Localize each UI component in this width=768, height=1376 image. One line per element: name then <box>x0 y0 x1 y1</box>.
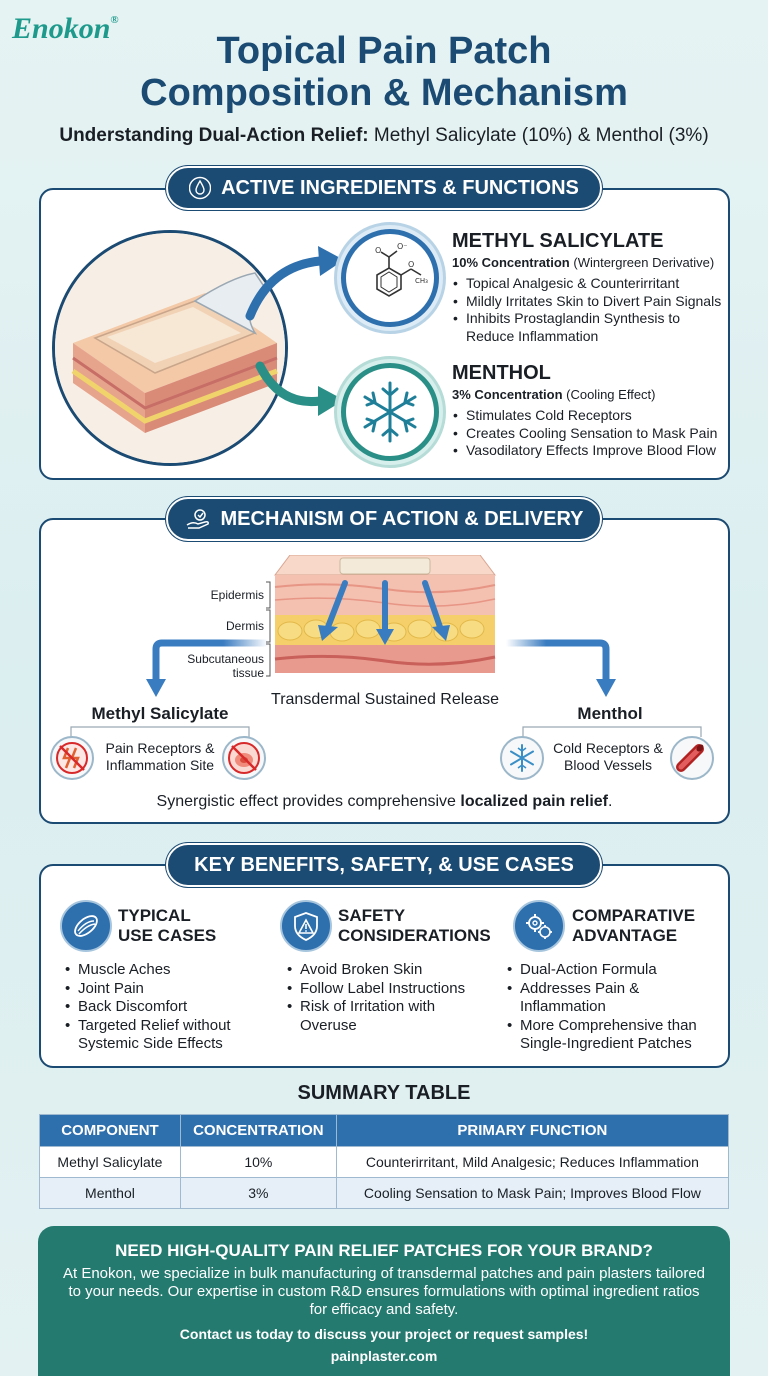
brand-logo: Enokon® <box>12 12 119 45</box>
menthol-info: MENTHOL 3% Concentration (Cooling Effect… <box>452 362 727 460</box>
list-item: Stimulates Cold Receptors <box>452 407 727 425</box>
mechanism-heading: MECHANISM OF ACTION & DELIVERY <box>166 497 602 541</box>
hand-care-icon <box>186 509 209 529</box>
list-item: More Comprehensive than Single-Ingredien… <box>506 1017 724 1054</box>
list-item: Follow Label Instructions <box>286 980 496 999</box>
mechanism-right-title: Menthol <box>577 704 643 723</box>
methyl-salicylate-info: METHYL SALICYLATE 10% Concentration (Win… <box>452 230 727 345</box>
list-item: Inhibits Prostaglandin Synthesis to Redu… <box>452 310 702 345</box>
patch-skin-illustration <box>52 230 288 466</box>
cta-url-link[interactable]: painplaster.com <box>330 1348 438 1364</box>
mechanism-right-text: Cold Receptors & Blood Vessels <box>553 740 663 773</box>
table-cell: Cooling Sensation to Mask Pain; Improves… <box>335 1177 730 1209</box>
shield-icon <box>280 900 332 952</box>
advantage-list: Dual-Action Formula Addresses Pain & Inf… <box>506 961 724 1054</box>
cta-heading: NEED HIGH-QUALITY PAIN RELIEF PATCHES FO… <box>115 1241 653 1260</box>
molecule-icon: O⁻ O O CH₃ <box>341 229 439 327</box>
table-cell: Counterirritant, Mild Analgesic; Reduces… <box>335 1146 730 1178</box>
ingredients-heading: ACTIVE INGREDIENTS & FUNCTIONS <box>166 166 602 210</box>
molecule-label-ch3: CH₃ <box>415 277 428 285</box>
molecule-label-o-minus: O⁻ <box>397 242 408 251</box>
table-cell: Methyl Salicylate <box>39 1146 181 1178</box>
table-header: CONCENTRATION <box>179 1114 337 1147</box>
list-item: Addresses Pain & Inflammation <box>506 980 686 1017</box>
list-item: Muscle Aches <box>64 961 264 980</box>
skin-cross-section <box>274 555 496 673</box>
summary-table: COMPONENT CONCENTRATION PRIMARY FUNCTION… <box>39 1114 730 1209</box>
layer-label-epidermis: Epidermis <box>210 588 264 602</box>
right-group-bracket <box>522 726 702 737</box>
ingredient-arrows <box>245 246 344 416</box>
table-cell: 3% <box>179 1177 337 1209</box>
list-item: Creates Cooling Sensation to Mask Pain <box>452 425 727 443</box>
ingredient-name: MENTHOL <box>452 362 551 384</box>
safety-list: Avoid Broken Skin Follow Label Instructi… <box>286 961 496 1035</box>
list-item: Topical Analgesic & Counterirritant <box>452 275 727 293</box>
molecule-label-o: O <box>375 246 381 255</box>
release-label: Transdermal Sustained Release <box>271 691 499 708</box>
list-item: Avoid Broken Skin <box>286 961 496 980</box>
cta-banner: NEED HIGH-QUALITY PAIN RELIEF PATCHES FO… <box>38 1226 730 1376</box>
page-subtitle: Understanding Dual-Action Relief: Methyl… <box>59 125 709 146</box>
list-item: Targeted Relief without Systemic Side Ef… <box>64 1017 264 1054</box>
mechanism-left-title: Methyl Salicylate <box>91 704 229 723</box>
use-cases-list: Muscle Aches Joint Pain Back Discomfort … <box>64 961 264 1054</box>
inflammation-icon <box>222 736 266 780</box>
cta-contact: Contact us today to discuss your project… <box>179 1326 589 1342</box>
page-title: Topical Pain Patch Composition & Mechani… <box>140 30 628 114</box>
muscle-icon <box>60 900 112 952</box>
list-item: Back Discomfort <box>64 998 264 1017</box>
table-row: Menthol 3% Cooling Sensation to Mask Pai… <box>39 1177 730 1209</box>
table-cell: 10% <box>179 1146 337 1178</box>
table-header: PRIMARY FUNCTION <box>335 1114 730 1147</box>
blood-vessel-icon <box>670 736 714 780</box>
mechanism-footer: Synergistic effect provides comprehensiv… <box>156 793 613 810</box>
list-item: Vasodilatory Effects Improve Blood Flow <box>452 442 727 460</box>
list-item: Risk of Irritation with Overuse <box>286 998 466 1035</box>
mechanism-left-text: Pain Receptors & Inflammation Site <box>105 740 215 773</box>
ingredient-concentration: 10% Concentration (Wintergreen Derivativ… <box>452 255 715 270</box>
list-item: Mildly Irritates Skin to Divert Pain Sig… <box>452 293 727 311</box>
list-item: Joint Pain <box>64 980 264 999</box>
left-group-bracket <box>70 726 250 737</box>
droplet-icon <box>189 176 212 200</box>
cta-body: At Enokon, we specialize in bulk manufac… <box>62 1265 706 1318</box>
table-row: Methyl Salicylate 10% Counterirritant, M… <box>39 1146 730 1178</box>
layer-label-dermis: Dermis <box>226 619 264 633</box>
benefits-heading: KEY BENEFITS, SAFETY, & USE CASES <box>166 843 602 887</box>
cold-receptor-icon <box>500 736 544 780</box>
list-item: Dual-Action Formula <box>506 961 724 980</box>
summary-heading: SUMMARY TABLE <box>297 1082 471 1104</box>
table-header: COMPONENT <box>39 1114 181 1147</box>
ingredient-concentration: 3% Concentration (Cooling Effect) <box>452 387 656 402</box>
molecule-label-o2: O <box>408 260 414 269</box>
gears-icon <box>513 900 565 952</box>
pain-receptor-icon <box>50 736 94 780</box>
snowflake-icon <box>341 363 439 461</box>
table-cell: Menthol <box>39 1177 181 1209</box>
left-flow-arrow <box>146 639 268 697</box>
layer-label-subcutaneous: Subcutaneous tissue <box>187 652 264 680</box>
right-flow-arrow <box>506 639 616 697</box>
ingredient-name: METHYL SALICYLATE <box>452 230 664 252</box>
